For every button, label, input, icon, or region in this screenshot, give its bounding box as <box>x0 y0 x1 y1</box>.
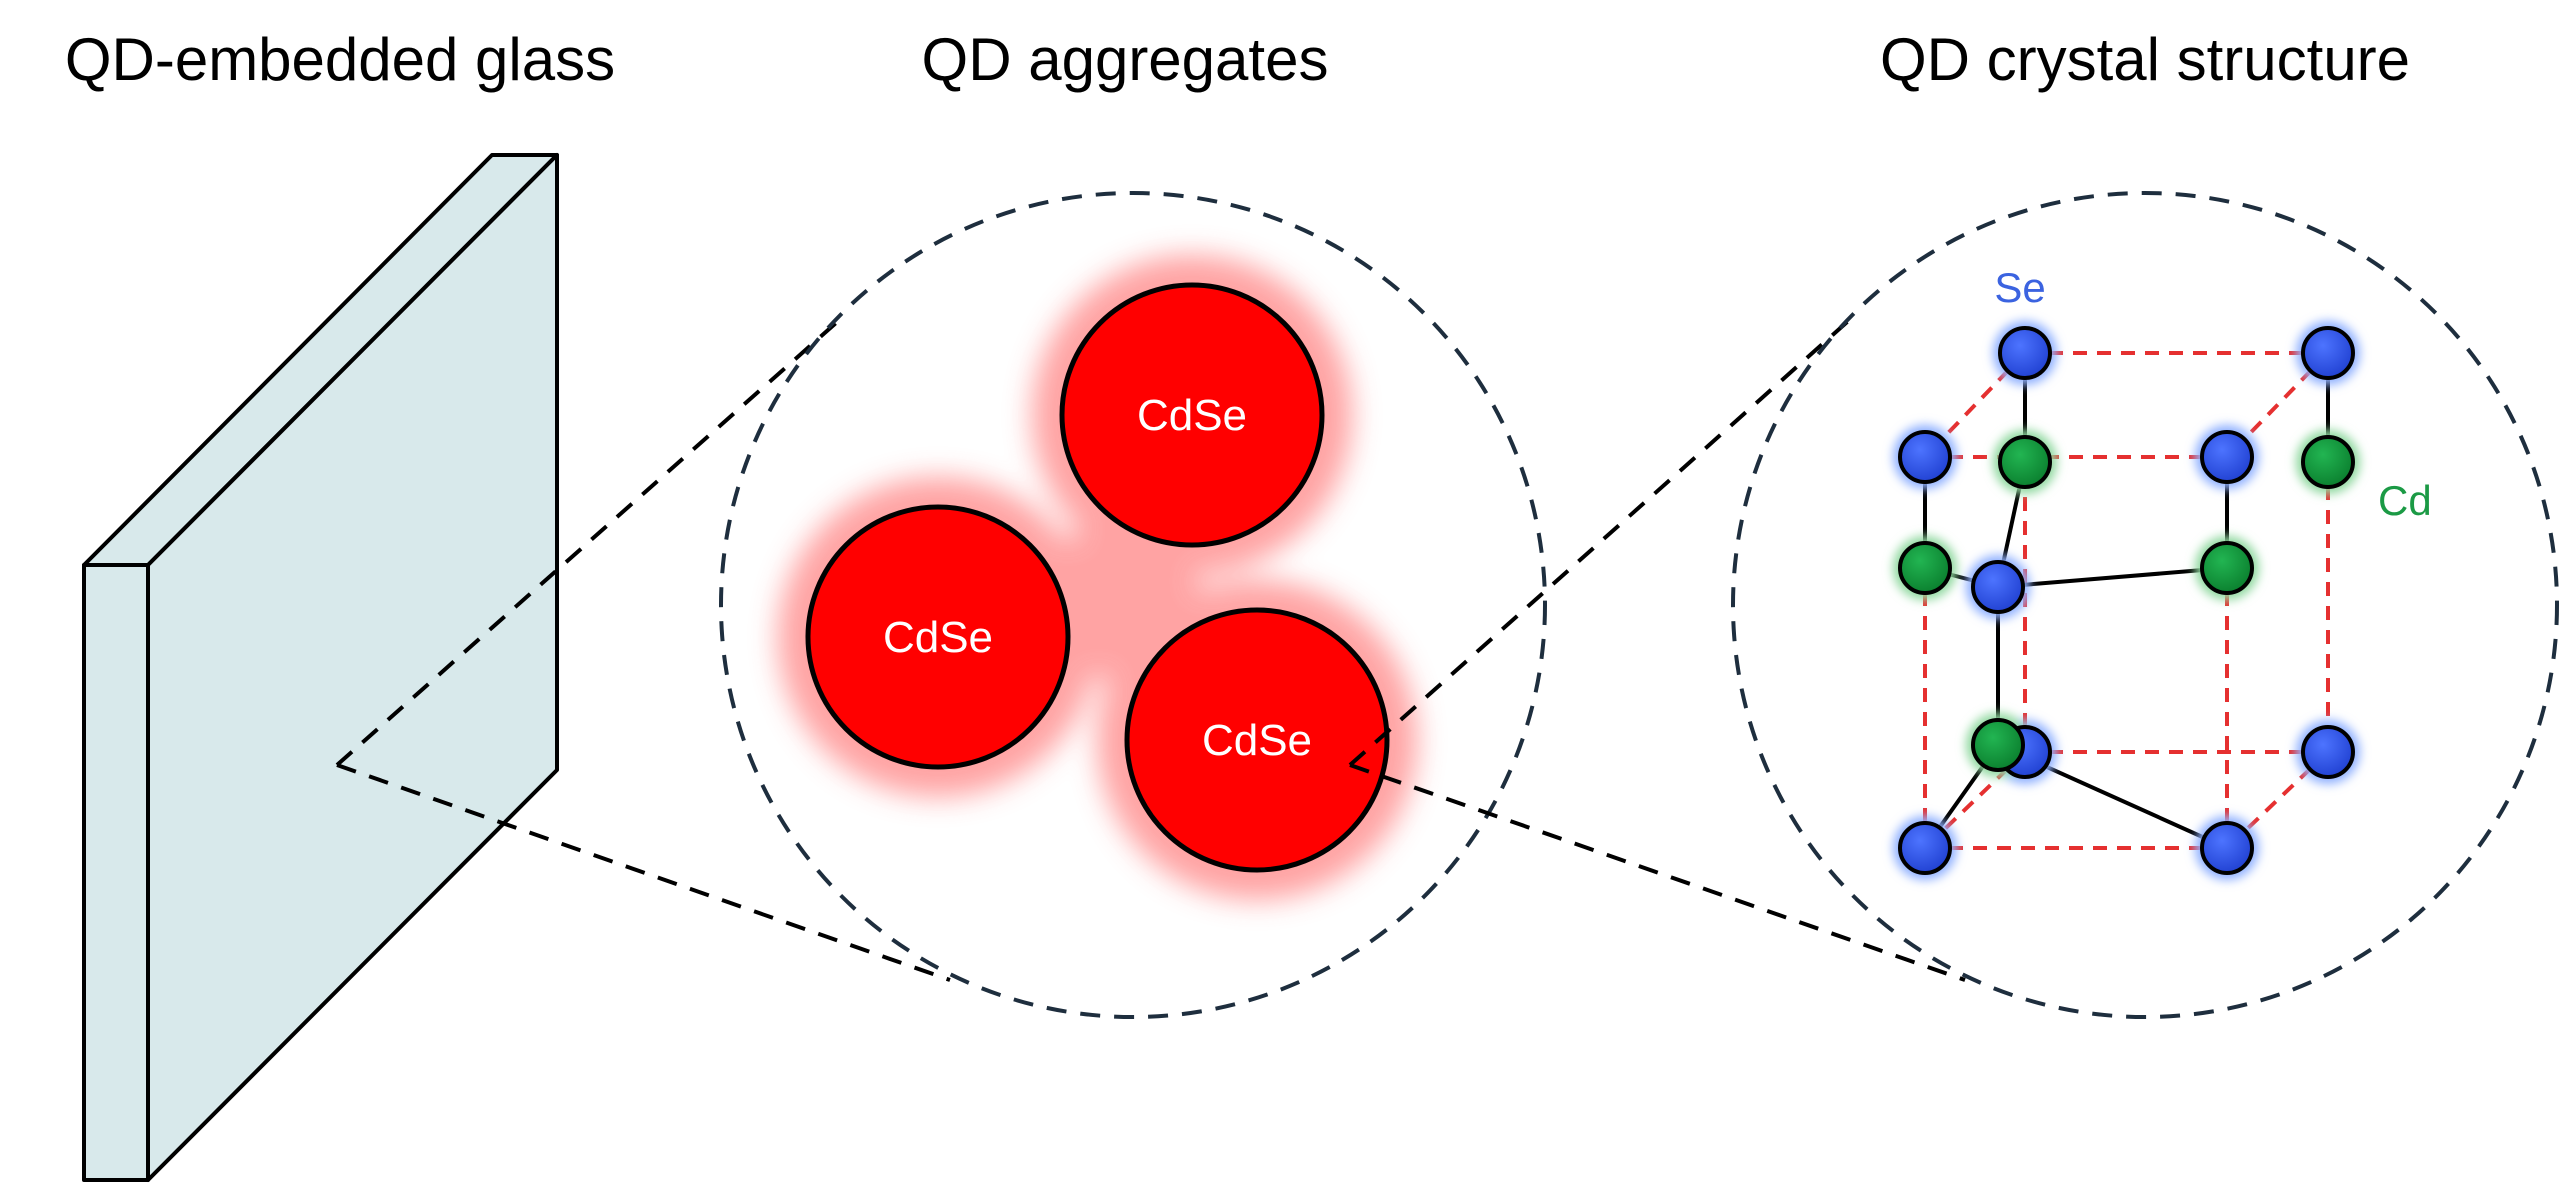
zoom-line-upper <box>1348 313 1857 767</box>
glass-slab <box>82 153 559 1182</box>
qd-left: CdSe <box>805 504 1071 770</box>
se-atom <box>2200 430 2254 484</box>
qd-sphere <box>805 504 1071 770</box>
zoom-circle-crystal <box>1731 191 2559 1019</box>
se-atom <box>1971 560 2025 614</box>
qd-sphere <box>1124 607 1390 873</box>
se-atom <box>1998 326 2052 380</box>
se-atom <box>2301 326 2355 380</box>
se-atom <box>1898 821 1952 875</box>
title-qd-embedded-glass: QD-embedded glass <box>65 26 615 93</box>
qd-top: CdSe <box>1059 282 1325 548</box>
cd-atom <box>1998 435 2052 489</box>
qd-label: CdSe <box>1202 716 1312 765</box>
bond <box>1997 566 2228 589</box>
zoom-circle-aggregates <box>719 191 1547 1019</box>
qd-right: CdSe <box>1124 607 1390 873</box>
se-atom <box>1898 430 1952 484</box>
se-label: Se <box>1994 264 2045 311</box>
cd-atom <box>2200 541 2254 595</box>
glass-slab-side-face <box>82 563 150 1182</box>
zoom-lines-glass-to-aggregates <box>335 313 951 982</box>
qd-sphere <box>1059 282 1325 548</box>
qd-glow-center <box>1040 520 1200 680</box>
se-atom <box>2200 821 2254 875</box>
zoom-line-lower <box>1349 763 1966 982</box>
cd-atom <box>1971 718 2025 772</box>
cd-label: Cd <box>2378 477 2432 524</box>
zoom-line-lower <box>336 763 951 982</box>
cd-atom <box>1898 541 1952 595</box>
qd-label: CdSe <box>883 613 993 662</box>
se-atoms <box>1898 326 2355 875</box>
cd-atom <box>2301 435 2355 489</box>
qd-label: CdSe <box>1137 391 1247 440</box>
se-atom <box>2301 725 2355 779</box>
title-qd-crystal-structure: QD crystal structure <box>1880 26 2410 93</box>
cd-atoms <box>1898 435 2355 772</box>
zoom-lines-qd-to-crystal <box>1348 313 1966 982</box>
zoom-line-upper <box>335 313 847 767</box>
title-qd-aggregates: QD aggregates <box>922 26 1329 93</box>
glass-slab-front-face <box>146 153 559 1182</box>
